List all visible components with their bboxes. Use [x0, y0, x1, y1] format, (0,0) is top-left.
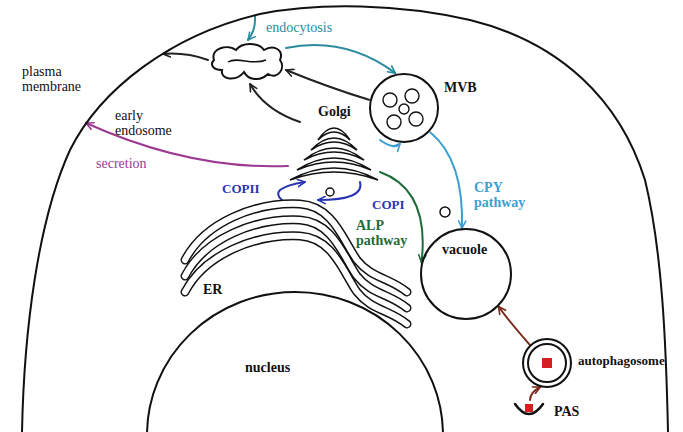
organelle-label: PAS — [554, 404, 579, 419]
autophagosome: autophagosome — [522, 338, 572, 388]
transport-arrow — [163, 54, 208, 60]
transport-arrow — [431, 132, 463, 228]
transport-arrow — [286, 45, 395, 73]
organelle-label: plasma membrane — [22, 64, 81, 95]
transport-arrow — [499, 307, 530, 345]
golgi: Golgi — [288, 122, 380, 182]
vacuole-outline — [420, 228, 512, 320]
transport-arrow — [278, 182, 305, 200]
transport-arrow — [530, 387, 540, 400]
transport-arrow — [250, 84, 300, 122]
transport-arrow — [380, 172, 423, 262]
transport-arrow — [248, 16, 255, 40]
pathway-label: ALP pathway — [356, 218, 407, 249]
mvb: MVB — [368, 72, 440, 144]
vesicle — [440, 207, 450, 217]
organelle-label: Golgi — [318, 104, 351, 119]
organelle-label: early endosome — [115, 108, 172, 139]
organelle-label: nucleus — [245, 360, 290, 375]
vesicle — [326, 188, 334, 196]
autophagosome-outline — [522, 338, 572, 388]
pathway-label: COPII — [222, 182, 260, 196]
pathway-label: COPI — [372, 198, 405, 212]
nucleus-outline — [145, 290, 445, 432]
early-endosome-outline — [208, 40, 286, 84]
endoplasmic-reticulum-outline — [175, 200, 410, 315]
mvb-outline — [368, 72, 440, 144]
pathway-label: endocytosis — [266, 20, 332, 35]
pathway-label: CPY pathway — [474, 180, 525, 211]
endoplasmic-reticulum: ER — [175, 200, 410, 315]
organelle-label: autophagosome — [578, 354, 665, 368]
early-endosome: early endosome — [208, 40, 286, 84]
pathway-label: secretion — [96, 156, 147, 171]
nucleus: nucleus — [145, 290, 445, 432]
vacuole: vacuole — [420, 228, 512, 320]
golgi-outline — [288, 122, 380, 182]
pas-outline — [512, 400, 546, 418]
organelle-label: vacuole — [442, 242, 487, 257]
pas: PAS — [512, 400, 546, 418]
transport-arrow — [318, 182, 360, 200]
transport-arrow — [286, 70, 369, 100]
organelle-label: MVB — [444, 80, 477, 95]
organelle-label: ER — [203, 282, 222, 297]
